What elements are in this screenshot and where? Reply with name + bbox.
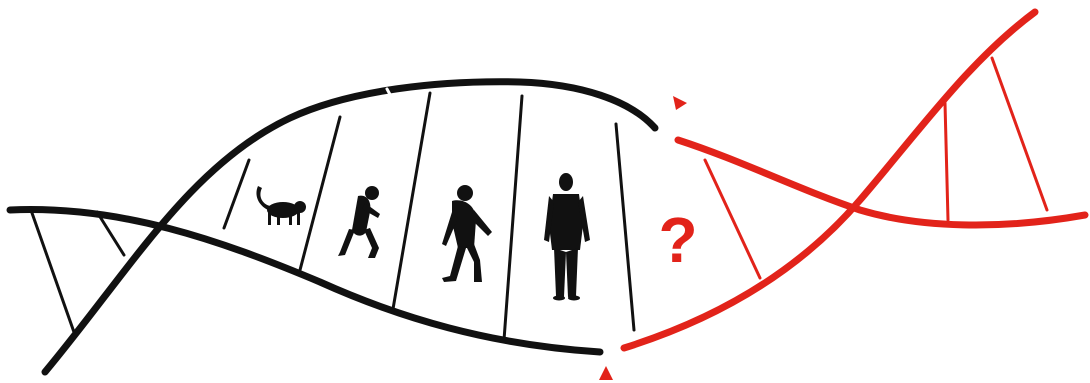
question-mark-icon: ? — [658, 204, 697, 276]
future-helix — [624, 12, 1085, 348]
helix-rung — [504, 96, 522, 340]
helix-strand-upper-red — [678, 140, 1085, 225]
helix-rung — [224, 160, 249, 228]
ape-man-icon — [442, 185, 492, 282]
helix-rung — [393, 93, 430, 309]
strand-break — [498, 347, 501, 358]
helix-rung — [300, 117, 340, 270]
helix-rung — [992, 58, 1047, 210]
bottom-boundary-arrow — [599, 366, 613, 380]
helix-rung — [616, 124, 634, 330]
helix-rung — [945, 103, 948, 220]
helix-rung — [32, 213, 75, 335]
helix-rung — [705, 160, 760, 278]
evolution-silhouettes — [256, 173, 590, 301]
monkey-icon — [256, 186, 306, 225]
modern-human-icon — [544, 173, 590, 301]
top-boundary-arrow — [673, 96, 687, 110]
early-hominid-icon — [338, 186, 380, 258]
helix-strand-lower-red — [624, 12, 1035, 348]
